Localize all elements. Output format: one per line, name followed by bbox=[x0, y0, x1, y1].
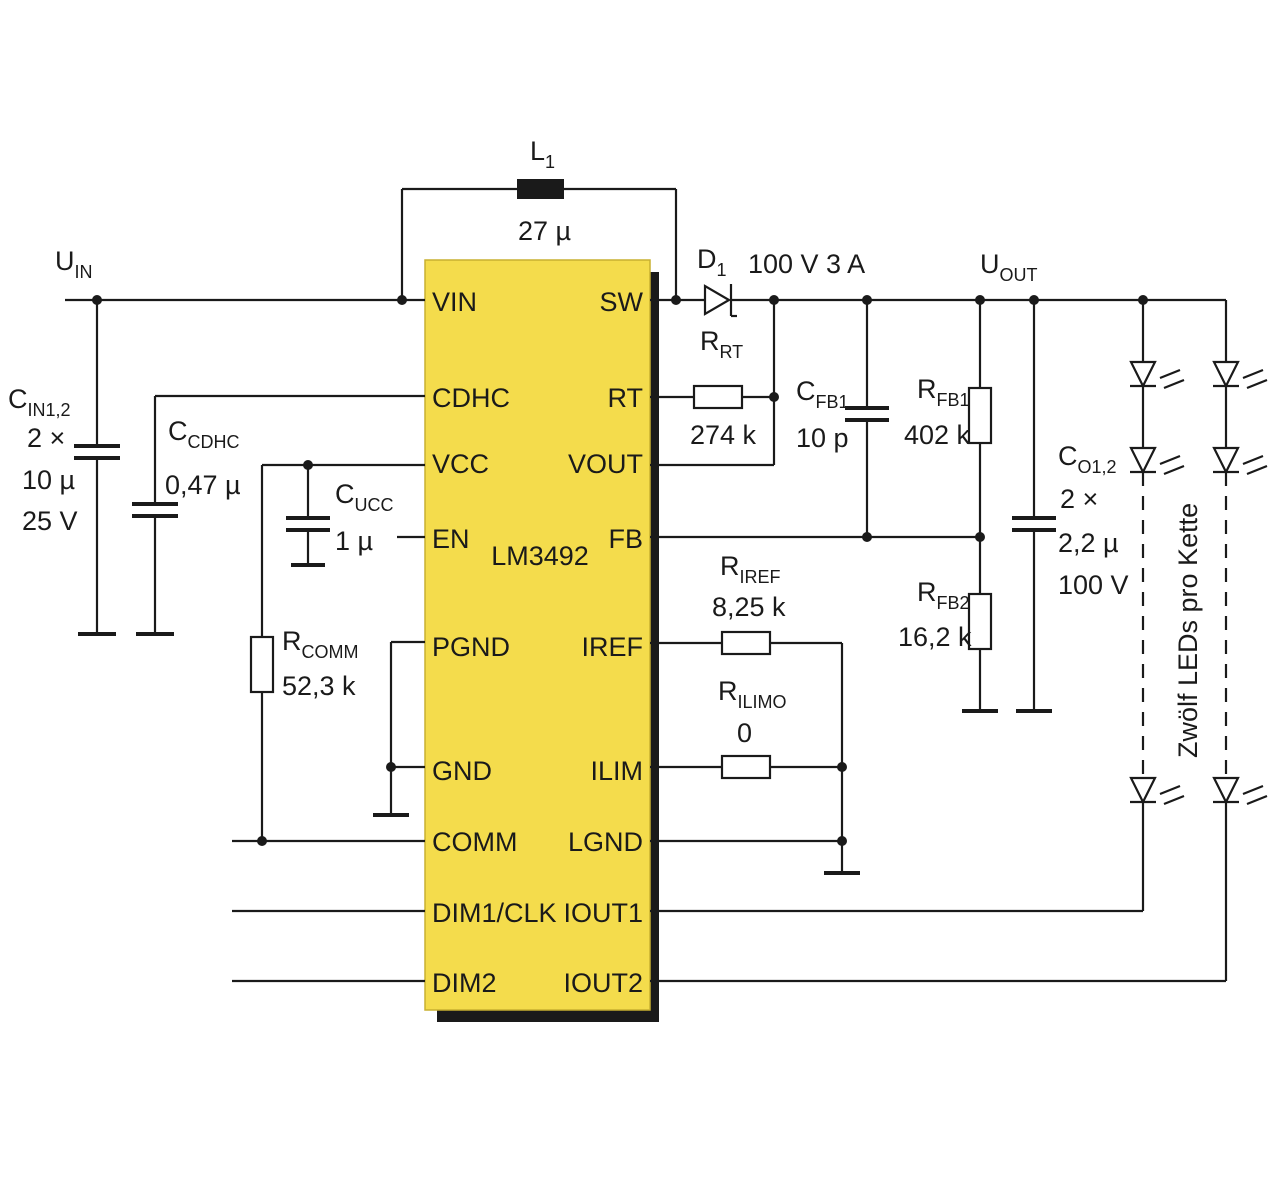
riref-value: 8,25 k bbox=[712, 592, 786, 622]
led-emission-arrows-1 bbox=[1159, 368, 1185, 806]
pin-iout1: IOUT1 bbox=[563, 898, 643, 928]
ic-body bbox=[424, 259, 651, 1011]
pin-vcc: VCC bbox=[432, 449, 489, 479]
cfb1-value: 10 p bbox=[796, 423, 849, 453]
rrt-ref: RRT bbox=[700, 326, 743, 362]
pin-iref: IREF bbox=[581, 632, 643, 662]
ic-part-number: LM3492 bbox=[491, 541, 589, 571]
led-chain-2 bbox=[650, 300, 1240, 983]
cin-ref: CIN1,2 bbox=[8, 384, 71, 420]
pin-cdhc: CDHC bbox=[432, 383, 510, 413]
pin-gnd: GND bbox=[432, 756, 492, 786]
l1-inductor bbox=[400, 179, 678, 300]
pin-fb: FB bbox=[608, 524, 643, 554]
cin-value: 10 µ bbox=[22, 465, 75, 495]
d1-value: 100 V 3 A bbox=[748, 249, 865, 279]
l1-value: 27 µ bbox=[518, 216, 571, 246]
pin-dim1-clk: DIM1/CLK bbox=[432, 898, 557, 928]
rrt-network bbox=[650, 300, 779, 467]
led-chain-1 bbox=[650, 300, 1157, 913]
ccdhc-capacitor bbox=[132, 394, 425, 636]
co-ref: CO1,2 bbox=[1058, 441, 1117, 477]
pin-vin: VIN bbox=[432, 287, 477, 317]
pin-iout2: IOUT2 bbox=[563, 968, 643, 998]
feedback-divider bbox=[650, 300, 998, 713]
pin-ilim: ILIM bbox=[590, 756, 643, 786]
pin-comm: COMM bbox=[432, 827, 517, 857]
pin-lgnd: LGND bbox=[568, 827, 643, 857]
rilimo-value: 0 bbox=[737, 718, 752, 748]
ccdhc-value: 0,47 µ bbox=[165, 470, 241, 500]
co-value: 2,2 µ bbox=[1058, 528, 1119, 558]
cucc-value: 1 µ bbox=[335, 526, 373, 556]
rfb2-value: 16,2 k bbox=[898, 622, 972, 652]
pin-vout: VOUT bbox=[568, 449, 643, 479]
uout-label: UOUT bbox=[980, 249, 1038, 285]
pin-rt: RT bbox=[607, 383, 643, 413]
uin-label: UIN bbox=[55, 246, 93, 282]
vcc-network bbox=[232, 460, 425, 846]
rrt-value: 274 k bbox=[690, 420, 757, 450]
pin-en: EN bbox=[432, 524, 470, 554]
rcomm-value: 52,3 k bbox=[282, 671, 356, 701]
cin-voltage: 25 V bbox=[22, 506, 78, 536]
cin-count: 2 × bbox=[27, 423, 65, 453]
rfb2-ref: RFB2 bbox=[917, 577, 970, 613]
input-rail bbox=[65, 295, 425, 305]
led-chain-label: Zwölf LEDs pro Kette bbox=[1173, 503, 1203, 758]
rcomm-ref: RCOMM bbox=[282, 626, 359, 662]
led-emission-arrows-2 bbox=[1242, 368, 1268, 806]
cfb1-capacitor bbox=[845, 300, 889, 537]
cin-capacitor bbox=[74, 300, 120, 636]
l1-ref: L1 bbox=[530, 136, 555, 172]
pin-sw: SW bbox=[600, 287, 644, 317]
rfb1-ref: RFB1 bbox=[917, 374, 970, 410]
co-voltage: 100 V bbox=[1058, 570, 1129, 600]
iref-ilim-network bbox=[650, 630, 860, 875]
pin-dim2: DIM2 bbox=[432, 968, 497, 998]
sw-diode-output-rail bbox=[650, 284, 1226, 318]
co-capacitor bbox=[1012, 300, 1056, 713]
pin-pgnd: PGND bbox=[432, 632, 510, 662]
rfb1-value: 402 k bbox=[904, 420, 971, 450]
cfb1-ref: CFB1 bbox=[796, 376, 849, 412]
co-count: 2 × bbox=[1060, 484, 1098, 514]
d1-ref: D1 bbox=[697, 244, 727, 280]
ccdhc-ref: CCDHC bbox=[168, 416, 240, 452]
cucc-ref: CUCC bbox=[335, 479, 394, 515]
riref-ref: RIREF bbox=[720, 551, 781, 587]
rilimo-ref: RILIMO bbox=[718, 676, 787, 712]
pgnd-gnd-network bbox=[373, 640, 425, 817]
